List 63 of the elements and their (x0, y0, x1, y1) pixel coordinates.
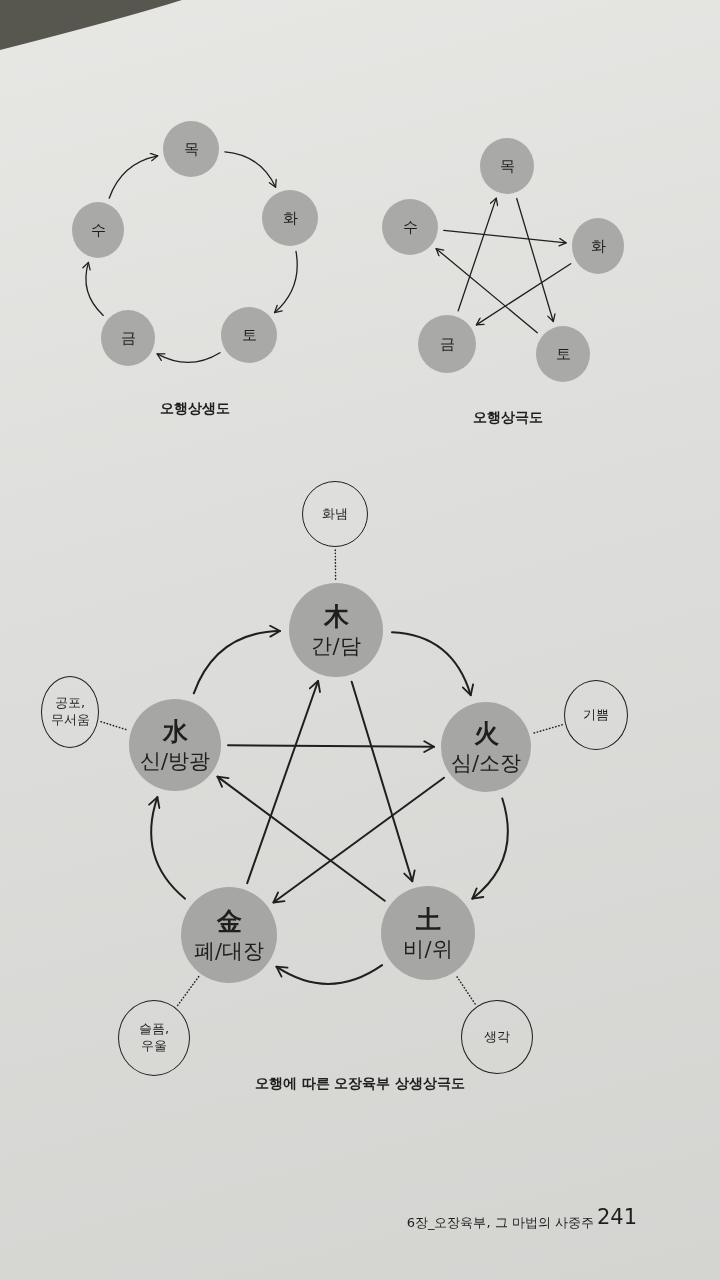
filled-circle (536, 326, 590, 382)
syllable-label: 화 (282, 209, 298, 227)
syllable-label: 수 (402, 218, 418, 236)
syllable-label: 목 (183, 140, 199, 158)
organ-label: 간/담 (311, 632, 361, 659)
arrow (391, 631, 474, 697)
filled-circle (163, 121, 219, 177)
emotion-label: 공포, 무서움 (49, 695, 91, 729)
arrow (272, 776, 445, 904)
arrow (192, 625, 281, 695)
arrow (471, 797, 509, 900)
arrow (350, 680, 416, 883)
arrow (108, 153, 159, 199)
syllable-label: 목 (499, 157, 515, 175)
emotion-label: 화냄 (322, 505, 348, 523)
dotted-line (531, 724, 563, 735)
syllable-label: 수 (90, 221, 106, 239)
arrow (457, 197, 499, 312)
filled-circle (221, 307, 277, 363)
syllable-label: 토 (555, 345, 571, 363)
diagram-caption: 오행상생도 (160, 399, 230, 417)
filled-circle (480, 138, 534, 194)
running-footer: 6장_오장육부, 그 마법의 사중주 (406, 1215, 594, 1231)
arrow (275, 964, 384, 985)
arrow (475, 263, 572, 326)
filled-circle (101, 310, 155, 366)
dotted-line (176, 975, 200, 1007)
organ-label: 폐/대장 (193, 937, 265, 964)
filled-circle (382, 199, 438, 255)
arrow (227, 740, 435, 753)
filled-circle (72, 202, 124, 258)
organ-label: 비/위 (403, 935, 453, 962)
hanja-label: 水 (162, 716, 188, 748)
diagram-caption: 오행에 따른 오장육부 상생상극도 (254, 1074, 466, 1092)
filled-circle (262, 190, 318, 246)
dotted-line (454, 973, 476, 1005)
emotion-label: 슬픔, 우울 (137, 1021, 171, 1055)
arrow (148, 796, 187, 900)
arrow (224, 151, 277, 188)
syllable-label: 토 (241, 326, 257, 344)
syllable-label: 금 (439, 335, 455, 353)
filled-circle (572, 218, 624, 274)
arrow (246, 680, 321, 885)
arrow (443, 229, 567, 247)
hanja-label: 木 (323, 601, 349, 633)
arrow (156, 352, 221, 364)
syllable-label: 화 (590, 237, 606, 255)
emotion-label: 생각 (484, 1028, 510, 1046)
arrow (273, 250, 298, 314)
diagram-caption: 오행상극도 (473, 408, 543, 426)
arrow (516, 197, 556, 323)
dotted-line (334, 549, 337, 581)
hanja-label: 火 (473, 718, 499, 750)
syllable-label: 금 (120, 329, 136, 347)
arrow (82, 261, 104, 317)
organ-label: 심/소장 (450, 749, 522, 776)
hanja-label: 土 (415, 904, 441, 936)
arrow (216, 775, 386, 902)
emotion-label: 기쁨 (583, 706, 609, 724)
hanja-label: 金 (216, 906, 242, 938)
page-number: 241 (596, 1205, 638, 1231)
organ-label: 신/방광 (139, 747, 211, 774)
arrow (435, 248, 538, 334)
